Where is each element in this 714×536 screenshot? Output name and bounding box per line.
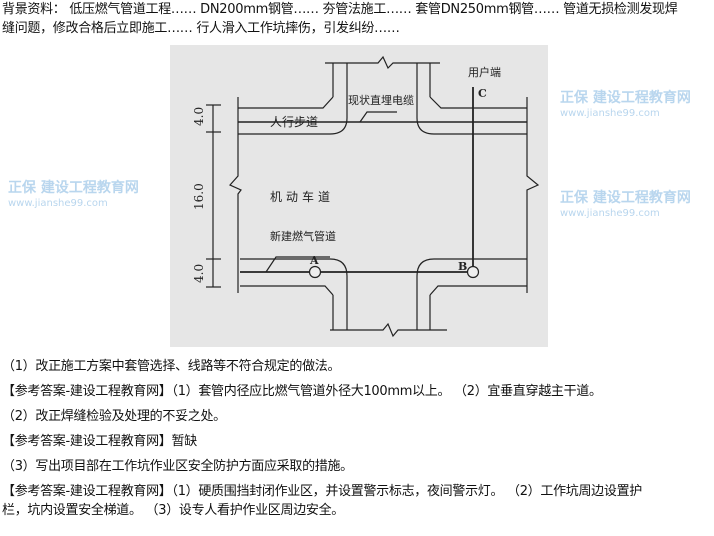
question-2: （2）改正焊缝检验及处理的不妥之处。 [2,409,226,424]
bottom-road-break-line [330,322,447,338]
right-break-line [526,97,540,293]
sidewalk-edge [429,285,527,296]
dimension-middle: 16.0 [192,183,206,210]
sidewalk-edge [240,285,334,296]
answer-1: 【参考答案-建设工程教育网】（1）套管内径应比燃气管道外径大100mm以上。 （… [2,384,602,399]
sidewalk-label: 人行步道 [270,115,318,129]
gas-pipe-leader-line [265,256,330,273]
top-road-break-line [325,55,440,70]
question-1: （1）改正施工方案中套管选择、线路等不符合规定的做法。 [2,359,341,374]
point-c-label: C [478,87,487,100]
new-gas-pipe-label: 新建燃气管道 [270,229,336,243]
user-end-label: 用户端 [468,65,501,79]
dimension-top: 4.0 [192,107,206,126]
sidewalk-edge [429,96,527,109]
point-b-label: B [458,260,467,273]
dimension-bottom: 4.0 [192,264,206,283]
cable-leader-line [359,111,397,123]
sidewalk-edge [238,117,348,135]
left-break-line [229,97,242,293]
answer-3-continued: 栏，坑内设置安全梯道。 （3）设专人看护作业区周边安全。 [2,503,345,518]
cable-label: 现状直埋电缆 [348,93,414,107]
answer-2: 【参考答案-建设工程教育网】暂缺 [2,434,197,449]
diagram-background [170,45,548,347]
sidewalk-edge [416,117,527,135]
work-pit-a [308,265,322,279]
intersection-diagram: 人行步道 现状直埋电缆 用户端 C 机动车道 新建燃气管道 A B 4.0 16… [170,45,548,347]
point-a-label: A [309,254,319,267]
sidewalk-edge [238,96,334,109]
background-text: 缝问题，修改合格后立即施工…… 行人滑入工作坑摔伤，引发纠纷…… [2,21,400,36]
roadway-label: 机动车道 [270,189,334,204]
background-text: 背景资料： 低压燃气管道工程…… DN200mm钢管…… 夯管法施工…… 套管D… [2,2,678,17]
work-pit-b [466,265,480,279]
question-3: （3）写出项目部在工作坑作业区安全防护方面应采取的措施。 [2,459,353,474]
answer-3: 【参考答案-建设工程教育网】（1）硬质围挡封闭作业区，并设置警示标志，夜间警示灯… [2,484,642,499]
